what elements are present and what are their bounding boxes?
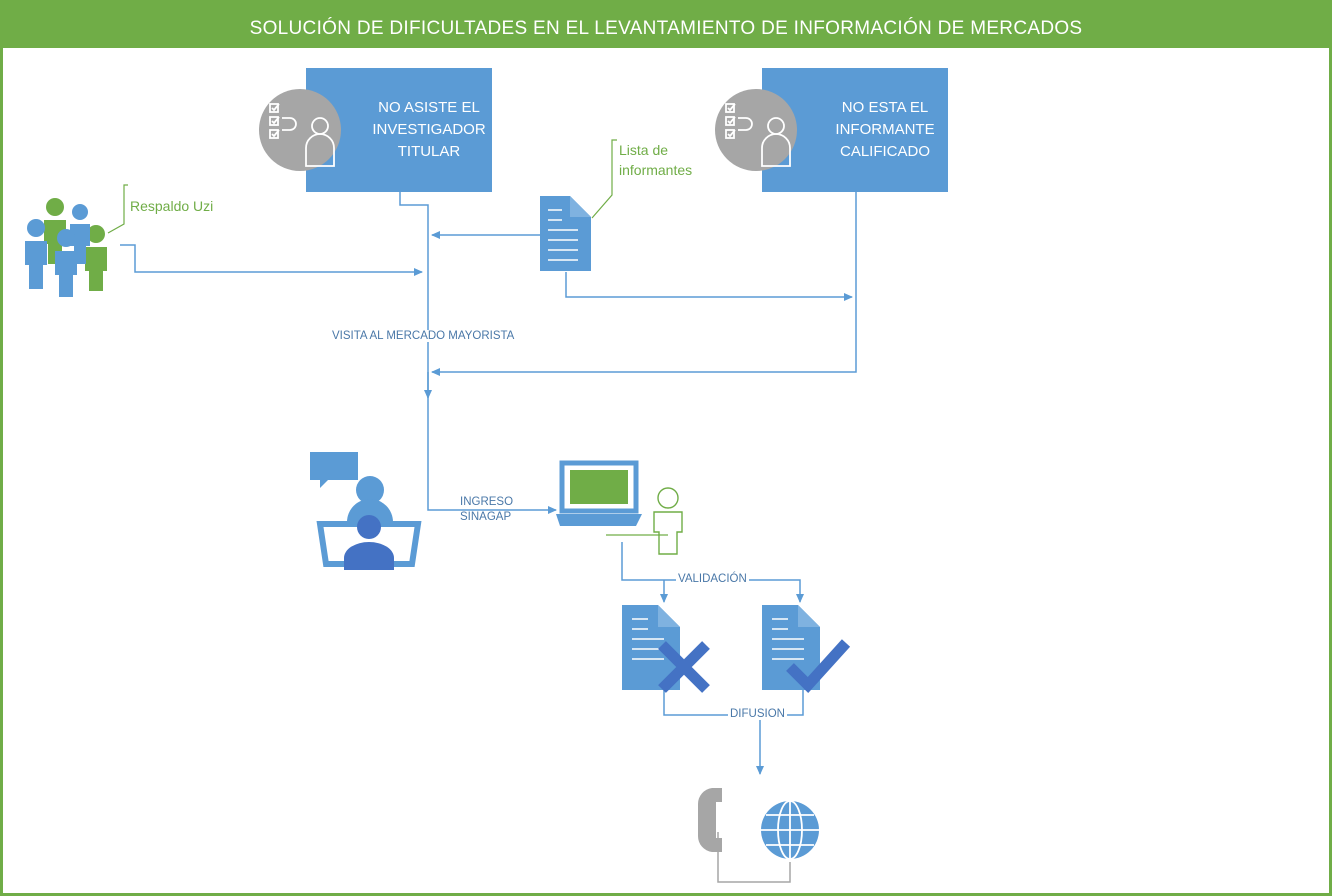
note-lista-line2: informantes <box>619 162 693 178</box>
diagram-title: SOLUCIÓN DE DIFICULTADES EN EL LEVANTAMI… <box>0 0 1332 48</box>
callout-lista <box>591 139 617 219</box>
connector-lista-right <box>565 272 853 301</box>
connector-respaldo <box>120 244 423 276</box>
box-informante-line1: NO ESTA EL <box>841 99 929 116</box>
connector-contact-bracket <box>717 832 791 883</box>
label-validacion: VALIDACIÓN <box>676 573 749 585</box>
box-investigador-line1: NO ASISTE EL <box>378 99 480 116</box>
box-informante-line2: INFORMANTE <box>835 121 935 138</box>
connector-validacion <box>621 542 804 603</box>
connector-informante <box>431 192 857 376</box>
box-informante-ausente: NO ESTA EL INFORMANTE CALIFICADO <box>762 68 948 192</box>
label-ingreso: INGRESO SINAGAP <box>458 495 515 525</box>
connector-investigador <box>399 192 429 498</box>
connector-ingreso <box>427 498 557 514</box>
label-ingreso-line1: INGRESO <box>460 496 514 508</box>
label-difusion: DIFUSION <box>728 708 787 720</box>
label-ingreso-line2: SINAGAP <box>460 511 512 523</box>
note-lista-line1: Lista de <box>619 142 669 158</box>
box-investigador-line2: INVESTIGADOR <box>372 121 486 138</box>
box-informante-line3: CALIFICADO <box>839 143 930 160</box>
box-investigador-ausente: NO ASISTE EL INVESTIGADOR TITULAR <box>306 68 492 192</box>
note-lista: Lista de informantes <box>619 140 692 180</box>
note-respaldo: Respaldo Uzi <box>130 198 214 214</box>
box-investigador-line3: TITULAR <box>397 143 461 160</box>
label-visita: VISITA AL MERCADO MAYORISTA <box>330 330 517 342</box>
callout-respaldo <box>107 184 128 234</box>
